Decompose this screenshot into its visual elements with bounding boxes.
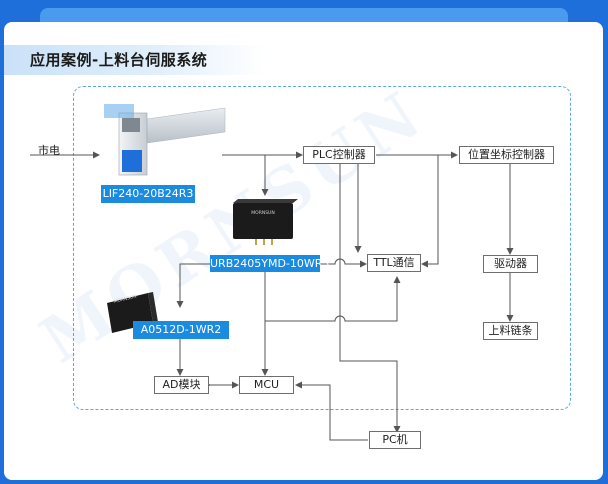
title-band <box>4 45 264 75</box>
line-position-to-ttl <box>421 155 439 268</box>
line-plc-to-pc <box>339 164 401 433</box>
line-urb-to-a0512 <box>176 263 210 308</box>
driver-box: 驱动器 <box>483 255 538 273</box>
content-card <box>4 22 603 480</box>
pc-box: PC机 <box>369 431 421 449</box>
lif-product-label: LIF240-20B24R3 <box>101 185 195 203</box>
section-title: 应用案例-上料台伺服系统 <box>30 51 208 69</box>
ttl-communication-box: TTL通信 <box>367 254 421 272</box>
feed-chain-box: 上料链条 <box>483 322 538 340</box>
system-boundary <box>73 86 571 410</box>
mains-label: 市电 <box>38 144 60 157</box>
a0512-print-text: MORNSUN <box>113 293 137 304</box>
plc-controller-box: PLC控制器 <box>303 146 375 164</box>
urb-product-label: URB2405YMD-10WR3 <box>210 255 330 272</box>
position-controller-box: 位置坐标控制器 <box>459 146 554 164</box>
mcu-box: MCU <box>239 376 294 394</box>
a0512-product-label: A0512D-1WR2 <box>133 321 229 339</box>
line-pc-to-mcu <box>295 381 368 441</box>
ad-module-box: AD模块 <box>154 376 209 394</box>
urb-print-text: MORNSUN <box>251 210 274 216</box>
line-to-ttl-lower <box>265 276 401 322</box>
